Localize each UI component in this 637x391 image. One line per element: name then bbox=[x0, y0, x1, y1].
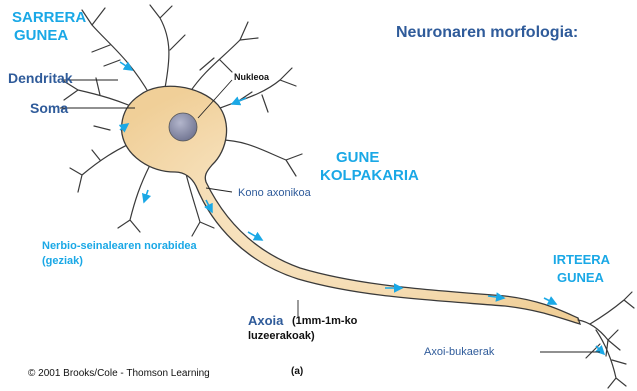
label-input-zone-2: GUNEA bbox=[14, 27, 68, 44]
label-dendrites: Dendritak bbox=[8, 70, 73, 86]
label-soma: Soma bbox=[30, 100, 68, 116]
credit-line: © 2001 Brooks/Cole - Thomson Learning bbox=[28, 368, 210, 379]
label-signal-direction-1: Nerbio-seinalearen norabidea bbox=[42, 240, 197, 252]
label-output-zone-2: GUNEA bbox=[557, 270, 604, 285]
label-axon-terminals: Axoi-bukaerak bbox=[424, 346, 494, 358]
label-axon-length-1: (1mm-1m-ko bbox=[292, 315, 357, 327]
label-output-zone-1: IRTEERA bbox=[553, 252, 610, 267]
panel-label: (a) bbox=[291, 366, 303, 377]
label-axon: Axoia bbox=[248, 313, 283, 328]
nucleus bbox=[169, 113, 197, 141]
label-axon-hillock: Kono axonikoa bbox=[238, 187, 311, 199]
diagram-title: Neuronaren morfologia: bbox=[396, 24, 578, 42]
label-nucleus: Nukleoa bbox=[234, 72, 269, 82]
axon-terminals bbox=[578, 292, 634, 388]
label-input-zone-1: SARRERA bbox=[12, 9, 86, 26]
label-trigger-zone-1: GUNE bbox=[336, 149, 379, 166]
label-trigger-zone-2: KOLPAKARIA bbox=[320, 167, 419, 184]
label-signal-direction-2: (geziak) bbox=[42, 255, 83, 267]
label-axon-length-2: luzeerakoak) bbox=[248, 330, 315, 342]
